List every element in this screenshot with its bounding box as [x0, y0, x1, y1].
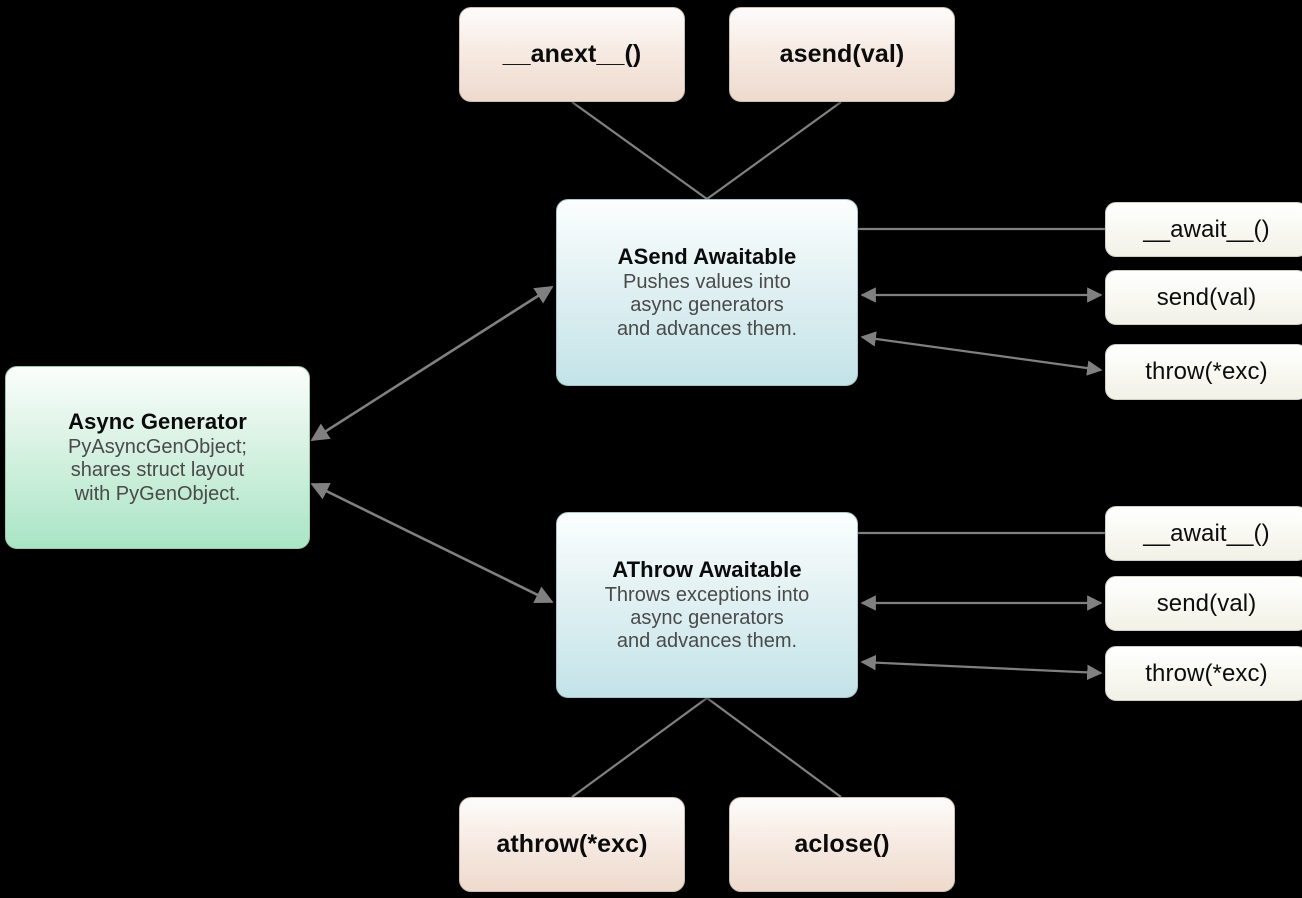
node-athrow-protocol-send-label: send(val)	[1156, 589, 1257, 617]
node-athrow-awaitable-subtitle: Throws exceptions into async generators …	[604, 583, 810, 653]
edge-aclose-to-athrow-awaitable	[706, 697, 842, 798]
node-async-generator-subtitle: PyAsyncGenObject; shares struct layout w…	[68, 436, 247, 505]
node-athrow-protocol-send[interactable]: send(val)	[1105, 576, 1302, 631]
node-asend-awaitable-title: ASend Awaitable	[617, 244, 797, 270]
edge-athrow-throw	[860, 654, 1103, 681]
node-asend-protocol-send-label: send(val)	[1156, 283, 1257, 311]
node-asend-protocol-throw[interactable]: throw(*exc)	[1105, 344, 1302, 400]
edge-asend-throw	[860, 331, 1103, 376]
node-athrow-protocol-await-label: __await__()	[1143, 519, 1270, 547]
node-aclose-label: aclose()	[794, 830, 890, 858]
node-anext-label: __anext__()	[502, 40, 642, 68]
node-async-generator[interactable]: Async Generator PyAsyncGenObject; shares…	[5, 366, 310, 549]
node-athrow[interactable]: athrow(*exc)	[459, 797, 685, 892]
node-athrow-awaitable[interactable]: AThrow Awaitable Throws exceptions into …	[556, 512, 858, 698]
node-asend-awaitable-subtitle: Pushes values into async generators and …	[616, 271, 798, 340]
node-athrow-label: athrow(*exc)	[496, 830, 648, 858]
edge-asend-to-asend-awaitable	[706, 101, 842, 200]
node-async-generator-title: Async Generator	[68, 409, 247, 435]
node-asend-protocol-await[interactable]: __await__()	[1105, 202, 1302, 257]
node-asend-label: asend(val)	[779, 40, 905, 68]
node-athrow-protocol-throw[interactable]: throw(*exc)	[1105, 646, 1302, 701]
edge-source-to-athrow-awaitable	[310, 482, 554, 604]
node-asend-protocol-throw-label: throw(*exc)	[1145, 358, 1268, 385]
node-athrow-protocol-throw-label: throw(*exc)	[1145, 659, 1268, 687]
node-asend[interactable]: asend(val)	[729, 7, 955, 102]
node-asend-awaitable[interactable]: ASend Awaitable Pushes values into async…	[556, 199, 858, 386]
edge-source-to-asend-awaitable	[310, 285, 554, 442]
node-anext[interactable]: __anext__()	[459, 7, 685, 102]
edge-anext-to-asend-awaitable	[571, 101, 708, 200]
node-aclose[interactable]: aclose()	[729, 797, 955, 892]
node-asend-protocol-await-label: __await__()	[1143, 215, 1270, 243]
edge-athrow-to-athrow-awaitable	[571, 697, 708, 798]
node-asend-protocol-send[interactable]: send(val)	[1105, 270, 1302, 325]
node-athrow-protocol-await[interactable]: __await__()	[1105, 506, 1302, 561]
node-athrow-awaitable-title: AThrow Awaitable	[612, 556, 802, 582]
